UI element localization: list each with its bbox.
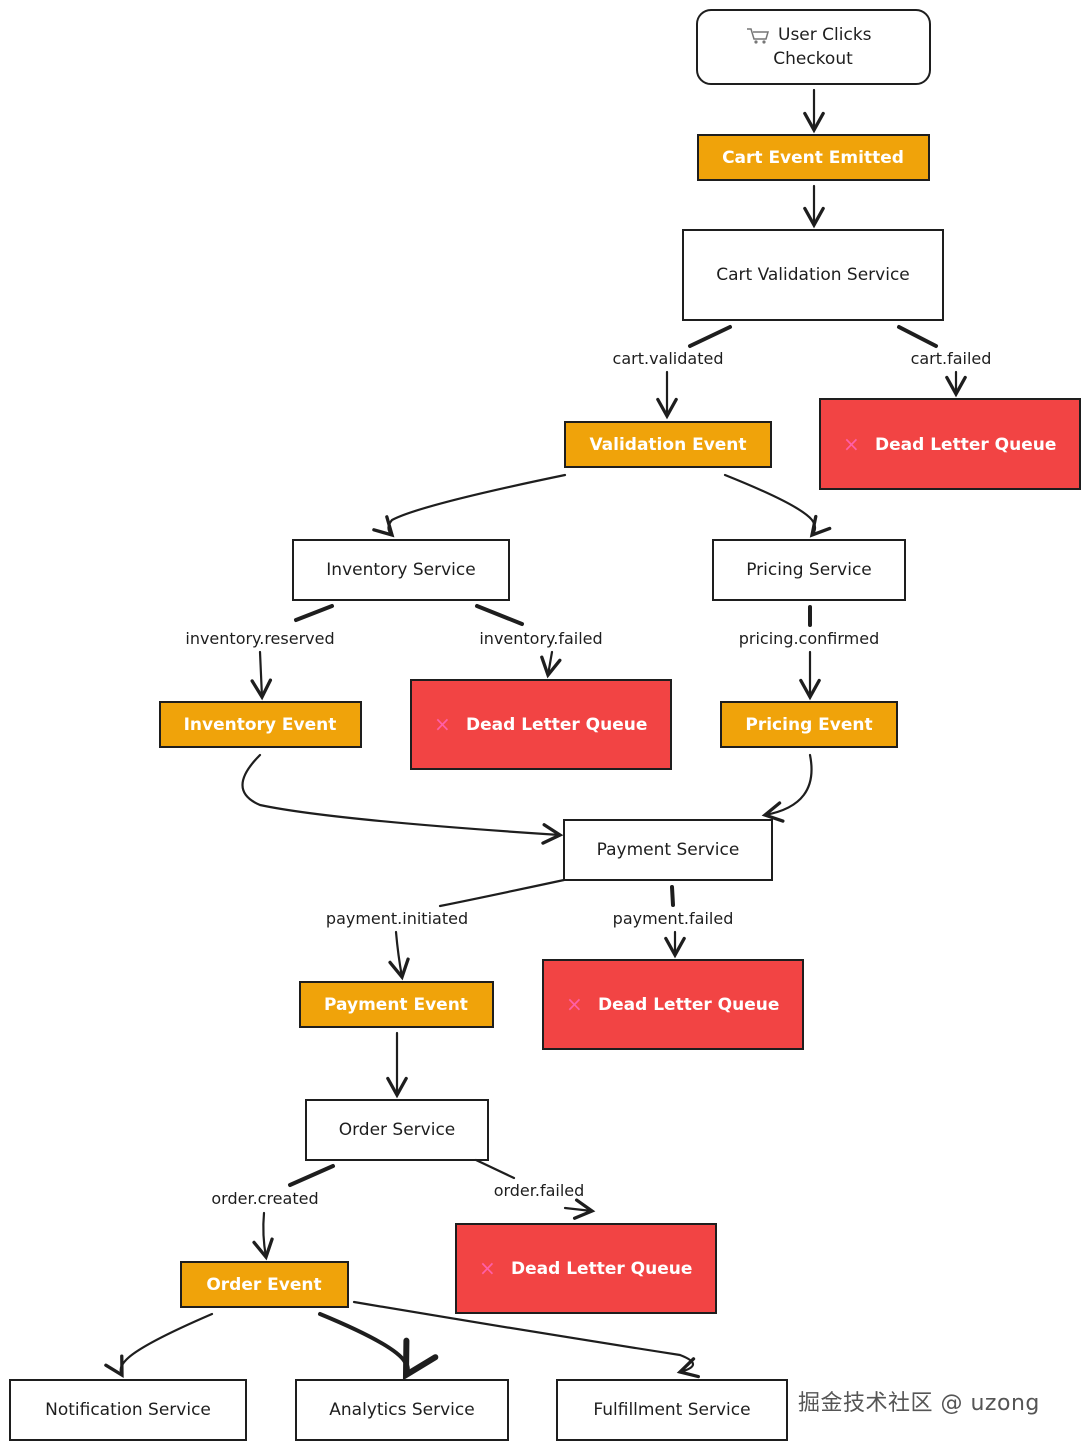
x-mark-icon: × xyxy=(843,432,860,456)
edge-cart-failed xyxy=(897,325,938,348)
dlq-label: Dead Letter Queue xyxy=(875,435,1056,455)
label-payment-initiated: payment.initiated xyxy=(326,909,468,928)
edge-pricing-event-payment xyxy=(761,753,813,823)
dlq-label: Dead Letter Queue xyxy=(511,1259,692,1279)
watermark-text: 掘金技术社区 @ uzong xyxy=(798,1391,1040,1416)
cart-event-label: Cart Event Emitted xyxy=(722,148,904,168)
validation-event-node: Validation Event xyxy=(564,421,772,468)
edge-payment-initiated xyxy=(438,878,566,908)
inventory-event-label: Inventory Event xyxy=(184,715,337,735)
dlq-label: Dead Letter Queue xyxy=(466,715,647,735)
dead-letter-queue-inventory: × Dead Letter Queue xyxy=(410,679,672,770)
edge-order-failed xyxy=(474,1158,516,1180)
edge-inventory-failed-arrow xyxy=(540,650,562,679)
order-event-node: Order Event xyxy=(180,1261,349,1308)
x-mark-icon: × xyxy=(566,992,583,1016)
edge-payment-initiated-arrow xyxy=(388,930,410,981)
label-cart-validated: cart.validated xyxy=(613,349,724,368)
dead-letter-queue-order: × Dead Letter Queue xyxy=(455,1223,717,1314)
x-mark-icon: × xyxy=(479,1256,496,1280)
notification-service-node: Notification Service xyxy=(9,1379,247,1441)
edge-validation-pricing xyxy=(723,473,832,538)
dead-letter-queue-cart: × Dead Letter Queue xyxy=(819,398,1081,490)
edge-payment-failed xyxy=(670,885,675,907)
cart-validation-service-node: Cart Validation Service xyxy=(682,229,944,321)
pricing-event-node: Pricing Event xyxy=(720,701,898,748)
payment-service-label: Payment Service xyxy=(597,840,740,860)
label-inventory-reserved: inventory.reserved xyxy=(185,629,334,648)
dlq-label: Dead Letter Queue xyxy=(598,995,779,1015)
fulfillment-service-label: Fulfillment Service xyxy=(593,1400,750,1420)
analytics-service-label: Analytics Service xyxy=(329,1400,474,1420)
edge-inventory-reserved-arrow xyxy=(250,650,273,701)
pricing-event-label: Pricing Event xyxy=(745,715,872,735)
x-mark-icon: × xyxy=(434,712,451,736)
label-order-failed: order.failed xyxy=(494,1181,585,1200)
payment-service-node: Payment Service xyxy=(563,819,773,881)
analytics-service-node: Analytics Service xyxy=(295,1379,509,1441)
label-payment-failed: payment.failed xyxy=(613,909,734,928)
cart-icon xyxy=(747,28,769,44)
edge-order-created xyxy=(288,1164,335,1187)
edge-order-fulfillment xyxy=(352,1300,700,1379)
start-node-line1: User Clicks xyxy=(778,25,872,45)
dead-letter-queue-payment: × Dead Letter Queue xyxy=(542,959,804,1050)
edge-order-notification xyxy=(104,1312,214,1378)
payment-event-node: Payment Event xyxy=(299,981,494,1028)
order-event-label: Order Event xyxy=(206,1275,321,1295)
pricing-service-node: Pricing Service xyxy=(712,539,906,601)
edge-labels: cart.validated cart.failed inventory.res… xyxy=(185,349,991,1208)
label-pricing-confirmed: pricing.confirmed xyxy=(739,629,880,648)
label-inventory-failed: inventory.failed xyxy=(479,629,602,648)
inventory-service-node: Inventory Service xyxy=(292,539,510,601)
edges xyxy=(104,88,967,1381)
edge-validation-inventory xyxy=(372,473,567,538)
edge-order-failed-arrow xyxy=(563,1198,596,1220)
cart-event-node: Cart Event Emitted xyxy=(697,134,930,181)
fulfillment-service-node: Fulfillment Service xyxy=(556,1379,788,1441)
inventory-event-node: Inventory Event xyxy=(159,701,362,748)
edge-inventory-failed xyxy=(475,604,524,626)
start-node-line2: Checkout xyxy=(773,49,853,69)
order-service-node: Order Service xyxy=(305,1099,489,1161)
payment-event-label: Payment Event xyxy=(324,995,468,1015)
label-order-created: order.created xyxy=(211,1189,318,1208)
cart-validation-service-label: Cart Validation Service xyxy=(716,265,910,285)
notification-service-label: Notification Service xyxy=(45,1400,211,1420)
edge-cart-validated xyxy=(688,325,732,348)
edge-order-analytics xyxy=(318,1312,439,1381)
edge-inventory-reserved xyxy=(294,604,334,622)
pricing-service-label: Pricing Service xyxy=(746,560,872,580)
edge-inventory-event-payment xyxy=(241,753,564,845)
inventory-service-label: Inventory Service xyxy=(326,560,475,580)
label-cart-failed: cart.failed xyxy=(911,349,992,368)
start-node: User Clicks Checkout xyxy=(696,9,931,85)
order-service-label: Order Service xyxy=(339,1120,456,1140)
validation-event-label: Validation Event xyxy=(589,435,746,455)
edge-order-created-arrow xyxy=(252,1211,274,1261)
